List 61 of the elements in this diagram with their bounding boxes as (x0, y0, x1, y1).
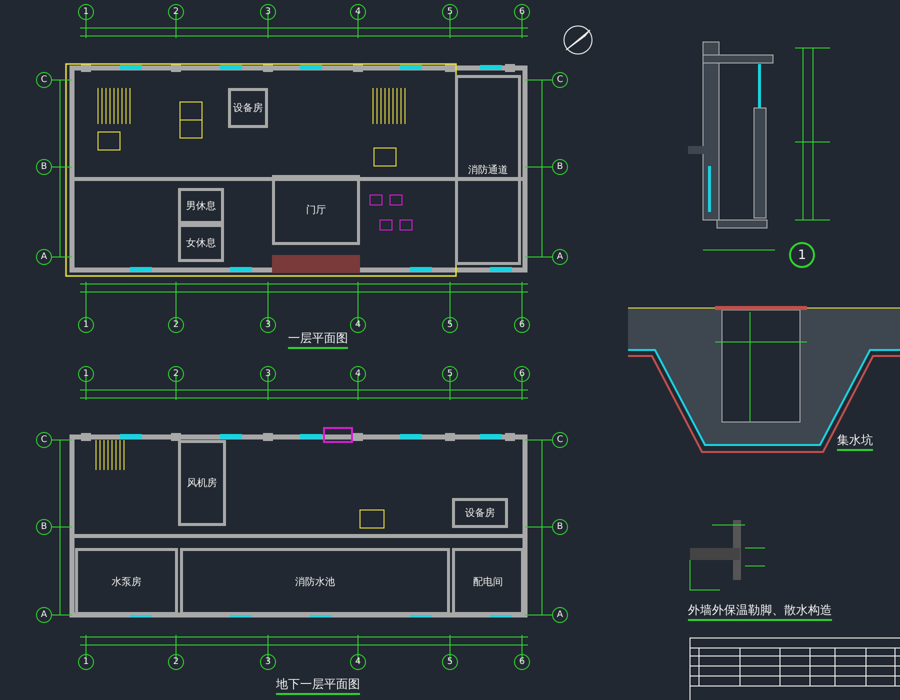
grid-axis-marker: 5 (442, 366, 458, 382)
grid-axis-marker: 1 (78, 317, 94, 333)
grid-axis-marker: A (552, 249, 568, 265)
drawing-title: 集水坑 (837, 432, 873, 451)
room-outline (228, 88, 268, 128)
grid-axis-marker: 2 (168, 654, 184, 670)
room-outline (178, 188, 224, 224)
grid-axis-marker: C (552, 72, 568, 88)
grid-axis-marker: 4 (350, 654, 366, 670)
grid-axis-marker: 2 (168, 317, 184, 333)
drawing-title: 一层平面图 (288, 330, 348, 349)
grid-axis-marker: 4 (350, 4, 366, 20)
grid-axis-marker: C (36, 72, 52, 88)
grid-axis-marker: A (36, 249, 52, 265)
grid-axis-marker: 2 (168, 366, 184, 382)
drawing-title: 外墙外保温勒脚、散水构造 (688, 602, 832, 621)
room-outline (75, 548, 178, 615)
grid-axis-marker: A (552, 607, 568, 623)
grid-axis-marker: 6 (514, 4, 530, 20)
grid-axis-marker: 5 (442, 317, 458, 333)
room-outline (452, 498, 508, 528)
grid-axis-marker: A (36, 607, 52, 623)
room-name: 设备房 (233, 102, 263, 115)
room-outline (455, 75, 521, 265)
grid-axis-marker: 6 (514, 317, 530, 333)
grid-axis-marker: B (36, 159, 52, 175)
room-name: 消防水池 (295, 576, 335, 588)
grid-axis-marker: 2 (168, 4, 184, 20)
room-outline (272, 175, 360, 245)
grid-axis-marker: B (552, 159, 568, 175)
detail-marker: 1 (789, 242, 815, 268)
room-name: 男休息 (186, 200, 216, 213)
room-name: 风机房 (187, 476, 217, 490)
room-outline (180, 548, 450, 615)
grid-axis-marker: 1 (78, 366, 94, 382)
grid-axis-marker: B (552, 519, 568, 535)
room-name: 设备房 (465, 506, 495, 520)
grid-axis-marker: 4 (350, 366, 366, 382)
grid-axis-marker: 4 (350, 317, 366, 333)
grid-axis-marker: 1 (78, 4, 94, 20)
grid-axis-marker: C (552, 432, 568, 448)
room-outline (178, 440, 226, 526)
grid-axis-marker: 3 (260, 366, 276, 382)
grid-axis-marker: 3 (260, 4, 276, 20)
grid-axis-marker: 3 (260, 317, 276, 333)
drawing-title: 地下一层平面图 (276, 676, 360, 695)
room-name: 门厅 (306, 204, 326, 217)
grid-axis-marker: 5 (442, 4, 458, 20)
grid-axis-marker: 1 (78, 654, 94, 670)
grid-axis-marker: 6 (514, 366, 530, 382)
room-outline (178, 224, 224, 262)
grid-axis-marker: C (36, 432, 52, 448)
grid-axis-marker: 3 (260, 654, 276, 670)
grid-axis-marker: B (36, 519, 52, 535)
room-outline (452, 548, 524, 615)
room-name: 消防通道 (468, 164, 508, 177)
room-name: 配电间 (473, 576, 503, 588)
grid-axis-marker: 6 (514, 654, 530, 670)
room-name: 女休息 (186, 236, 216, 250)
room-name: 水泵房 (112, 576, 142, 588)
grid-axis-marker: 5 (442, 654, 458, 670)
